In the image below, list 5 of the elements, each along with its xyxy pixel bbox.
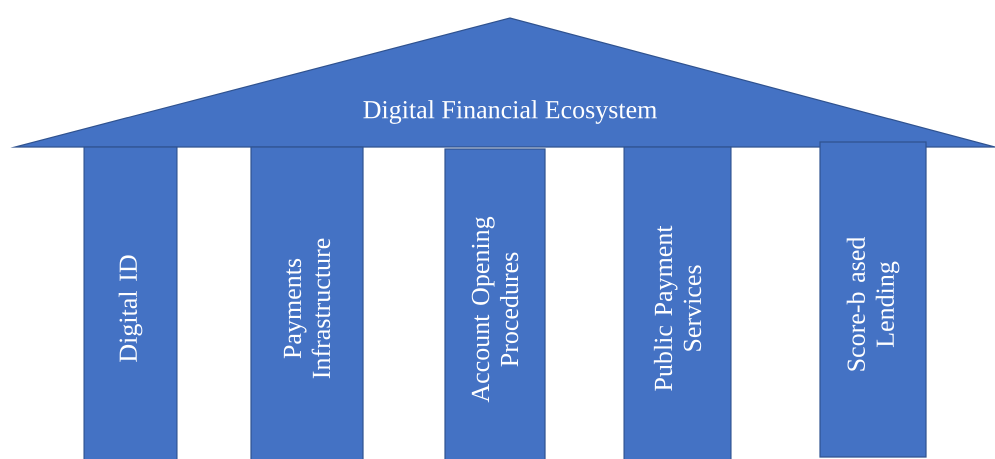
pillar-box: Account Opening Procedures — [444, 148, 546, 459]
pillar-box: Digital ID — [83, 146, 178, 459]
pillar-box: Score-b ased Lending — [819, 141, 927, 458]
pillar-box: Payments Infrastructure — [250, 146, 364, 459]
pillar-box: Public Payment Services — [623, 146, 732, 459]
